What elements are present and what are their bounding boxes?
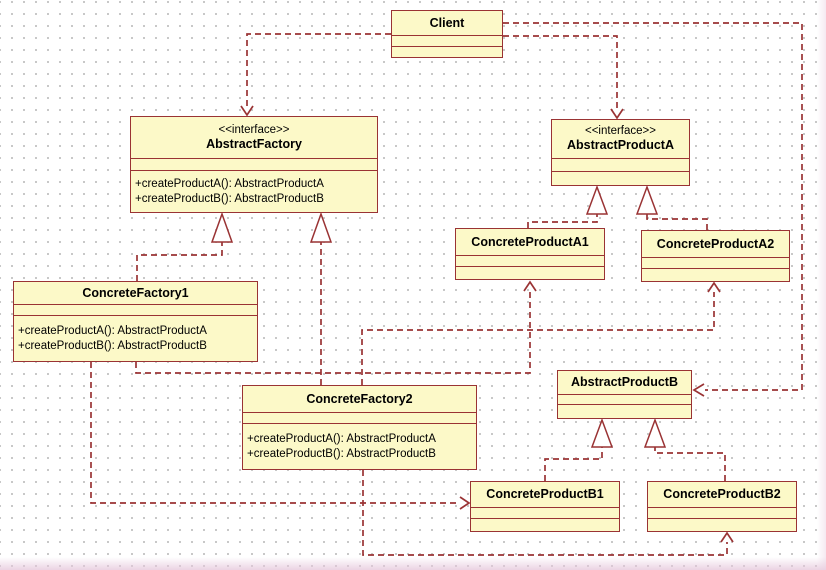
dependency-concretefactory2-concreteproducta2[interactable]: [361, 281, 721, 385]
realization-concretefactory2-abstractfactory[interactable]: [309, 211, 333, 385]
dependency-concretefactory2-concreteproductb2[interactable]: [362, 470, 734, 556]
class-client[interactable]: Client: [391, 10, 503, 58]
attributes-compartment: [648, 507, 796, 518]
attributes-compartment: [456, 255, 604, 266]
class-title-compartment: ConcreteProductA2: [642, 231, 789, 257]
class-name: ConcreteProductB2: [663, 487, 781, 501]
class-title-compartment: ConcreteProductA1: [456, 229, 604, 255]
realization-concreteproductb2-abstractproductb[interactable]: [643, 417, 726, 481]
attributes-compartment: [558, 394, 691, 404]
realization-concreteproducta2-abstractproducta[interactable]: [635, 184, 708, 230]
attributes-compartment: [14, 304, 257, 315]
class-name: AbstractFactory: [206, 136, 302, 151]
attributes-compartment: [552, 158, 689, 171]
class-title-compartment: ConcreteFactory1: [14, 282, 257, 304]
operations-compartment: [392, 46, 502, 57]
class-title-compartment: <<interface>> AbstractProductA: [552, 120, 689, 158]
class-name: ConcreteProductA2: [656, 236, 775, 251]
attributes-compartment: [642, 257, 789, 268]
open-arrowhead-icon: [523, 280, 537, 292]
open-arrowhead-icon: [240, 105, 254, 117]
class-concreteproducta1[interactable]: ConcreteProductA1: [455, 228, 605, 280]
operations-compartment: [642, 268, 789, 281]
class-stereotype: <<interface>>: [218, 123, 290, 136]
hollow-triangle-icon: [585, 184, 609, 215]
class-concreteproducta2[interactable]: ConcreteProductA2: [641, 230, 790, 282]
open-arrowhead-icon: [720, 531, 734, 543]
operations-compartment: +createProductA(): AbstractProductA +cre…: [243, 423, 476, 469]
hollow-triangle-icon: [590, 417, 614, 448]
operations-compartment: [456, 266, 604, 279]
operations-compartment: [648, 518, 796, 531]
operations-compartment: [471, 518, 619, 531]
attributes-compartment: [392, 35, 502, 46]
hollow-triangle-icon: [643, 417, 667, 448]
class-stereotype: <<interface>>: [585, 125, 656, 137]
operation: +createProductB(): AbstractProductB: [18, 339, 207, 352]
class-concretefactory1[interactable]: ConcreteFactory1 +createProductA(): Abst…: [13, 281, 258, 362]
class-name: ConcreteProductA1: [471, 234, 589, 249]
operation: +createProductA(): AbstractProductA: [247, 432, 436, 445]
operation: +createProductA(): AbstractProductA: [135, 177, 324, 190]
class-name: Client: [429, 15, 465, 30]
attributes-compartment: [131, 158, 377, 170]
class-name: ConcreteProductB1: [486, 487, 604, 501]
class-title-compartment: ConcreteFactory2: [243, 386, 476, 412]
class-concretefactory2[interactable]: ConcreteFactory2 +createProductA(): Abst…: [242, 385, 477, 470]
dependency-client-abstractproductb[interactable]: [503, 22, 803, 397]
hollow-triangle-icon: [309, 211, 333, 243]
open-arrowhead-icon: [610, 108, 624, 120]
operation: +createProductA(): AbstractProductA: [18, 324, 207, 337]
hollow-triangle-icon: [210, 211, 234, 243]
realization-concreteproducta1-abstractproducta[interactable]: [527, 184, 609, 228]
realization-concreteproductb1-abstractproductb[interactable]: [544, 417, 614, 481]
realization-concretefactory1-abstractfactory[interactable]: [136, 211, 234, 281]
class-abstractproducta[interactable]: <<interface>> AbstractProductA: [551, 119, 690, 186]
dependency-concretefactory1-concreteproducta1[interactable]: [135, 280, 537, 374]
class-title-compartment: <<interface>> AbstractFactory: [131, 117, 377, 158]
operations-compartment: +createProductA(): AbstractProductA +cre…: [14, 315, 257, 361]
operation: +createProductB(): AbstractProductB: [135, 192, 324, 205]
operations-compartment: [552, 171, 689, 185]
open-arrowhead-icon: [459, 496, 471, 510]
attributes-compartment: [471, 507, 619, 518]
dependency-client-abstractfactory[interactable]: [240, 33, 391, 117]
dependency-concretefactory1-concreteproductb1[interactable]: [90, 362, 471, 510]
operations-compartment: +createProductA(): AbstractProductA +cre…: [131, 170, 377, 212]
class-name: ConcreteFactory2: [306, 391, 413, 406]
open-arrowhead-icon: [707, 281, 721, 293]
class-abstractproductb[interactable]: AbstractProductB: [557, 370, 692, 419]
operation: +createProductB(): AbstractProductB: [247, 447, 436, 460]
class-name: ConcreteFactory1: [82, 285, 189, 300]
attributes-compartment: [243, 412, 476, 423]
hollow-triangle-icon: [635, 184, 659, 215]
operations-compartment: [558, 404, 691, 418]
class-title-compartment: ConcreteProductB1: [471, 482, 619, 507]
class-name: AbstractProductA: [567, 138, 674, 152]
class-title-compartment: AbstractProductB: [558, 371, 691, 394]
class-concreteproductb2[interactable]: ConcreteProductB2: [647, 481, 797, 532]
class-title-compartment: Client: [392, 11, 502, 35]
dependency-client-abstractproducta[interactable]: [503, 35, 624, 120]
class-name: AbstractProductB: [571, 375, 678, 389]
open-arrowhead-icon: [692, 383, 705, 397]
class-concreteproductb1[interactable]: ConcreteProductB1: [470, 481, 620, 532]
class-title-compartment: ConcreteProductB2: [648, 482, 796, 507]
class-abstractfactory[interactable]: <<interface>> AbstractFactory +createPro…: [130, 116, 378, 213]
